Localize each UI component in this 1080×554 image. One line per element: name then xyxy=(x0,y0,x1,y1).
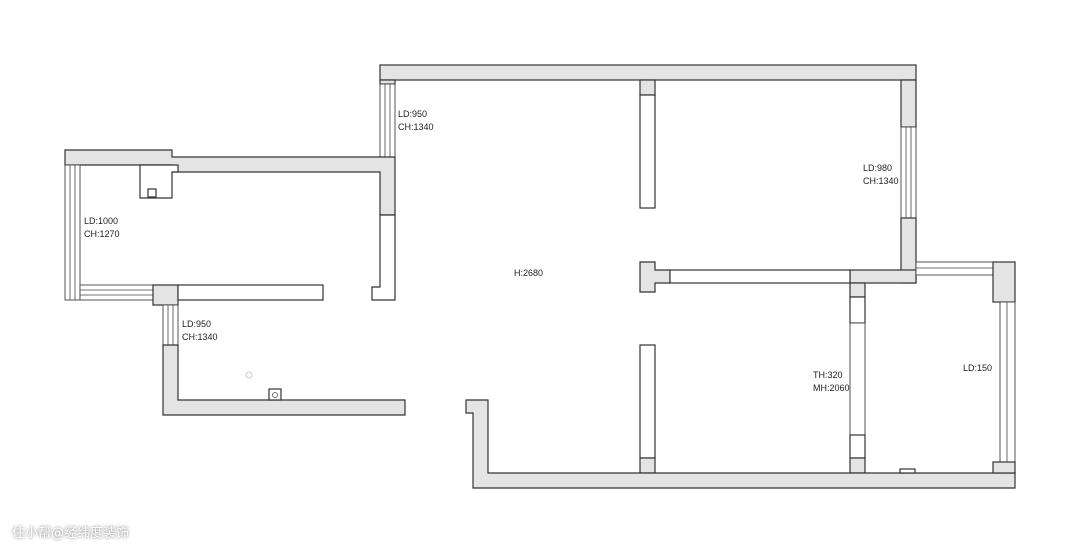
window xyxy=(915,261,994,276)
door-opening xyxy=(849,322,866,436)
wall xyxy=(162,344,406,416)
window xyxy=(999,301,1016,463)
wall xyxy=(849,282,866,298)
window xyxy=(900,126,917,219)
wall xyxy=(992,261,1016,303)
wall xyxy=(639,261,671,293)
ceiling-height-label: H:2680 xyxy=(514,268,544,278)
partition xyxy=(371,214,396,301)
drain xyxy=(147,188,157,198)
wall xyxy=(152,284,179,306)
window xyxy=(379,83,396,158)
window xyxy=(64,164,81,301)
drain xyxy=(268,388,282,401)
shaft xyxy=(139,164,179,199)
wall xyxy=(465,399,1016,489)
wall xyxy=(992,461,1016,474)
partition xyxy=(669,269,851,284)
window xyxy=(79,284,154,301)
partition xyxy=(639,344,656,459)
window-label: LD:150 xyxy=(963,363,993,373)
wall xyxy=(64,149,396,216)
partition xyxy=(177,284,324,301)
wall xyxy=(900,79,917,128)
fixture-icon xyxy=(245,371,253,379)
wall xyxy=(639,79,656,96)
door-jamb xyxy=(849,434,866,459)
window xyxy=(162,304,179,346)
wall xyxy=(379,79,396,85)
watermark: 住小帮@经纬度装饰 xyxy=(12,526,130,541)
sill xyxy=(899,468,916,474)
door-jamb xyxy=(849,296,866,324)
wall xyxy=(639,457,656,474)
partition xyxy=(639,94,656,209)
wall xyxy=(849,269,917,284)
wall xyxy=(849,457,866,474)
wall xyxy=(379,64,917,81)
